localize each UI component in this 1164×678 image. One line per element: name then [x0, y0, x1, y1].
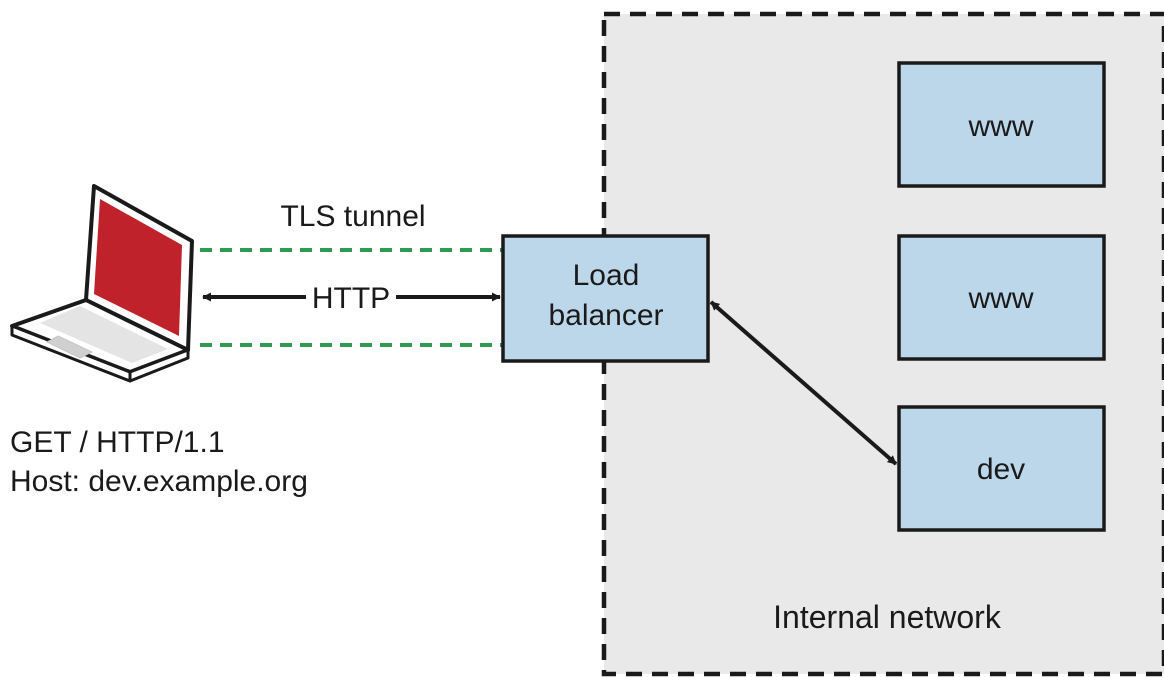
server-box-dev [897, 405, 1106, 532]
request-host-header: Host: dev.example.org [10, 465, 308, 498]
server-box-www-2 [897, 234, 1106, 361]
http-label: HTTP [312, 282, 390, 315]
server-label-www-2: www [968, 282, 1034, 315]
load-balancer-box [501, 234, 710, 363]
tls-tunnel-label: TLS tunnel [280, 200, 425, 233]
server-label-dev: dev [977, 453, 1025, 486]
request-line: GET / HTTP/1.1 [10, 426, 225, 459]
lb-dev-connector [709, 300, 898, 466]
internal-network-label: Internal network [773, 599, 1002, 635]
server-box-www-1 [897, 61, 1106, 188]
load-balancer-label-line2: balancer [548, 299, 663, 332]
laptop-icon [10, 184, 194, 383]
load-balancer-label-line1: Load [573, 259, 640, 292]
server-label-www-1: www [968, 110, 1034, 143]
